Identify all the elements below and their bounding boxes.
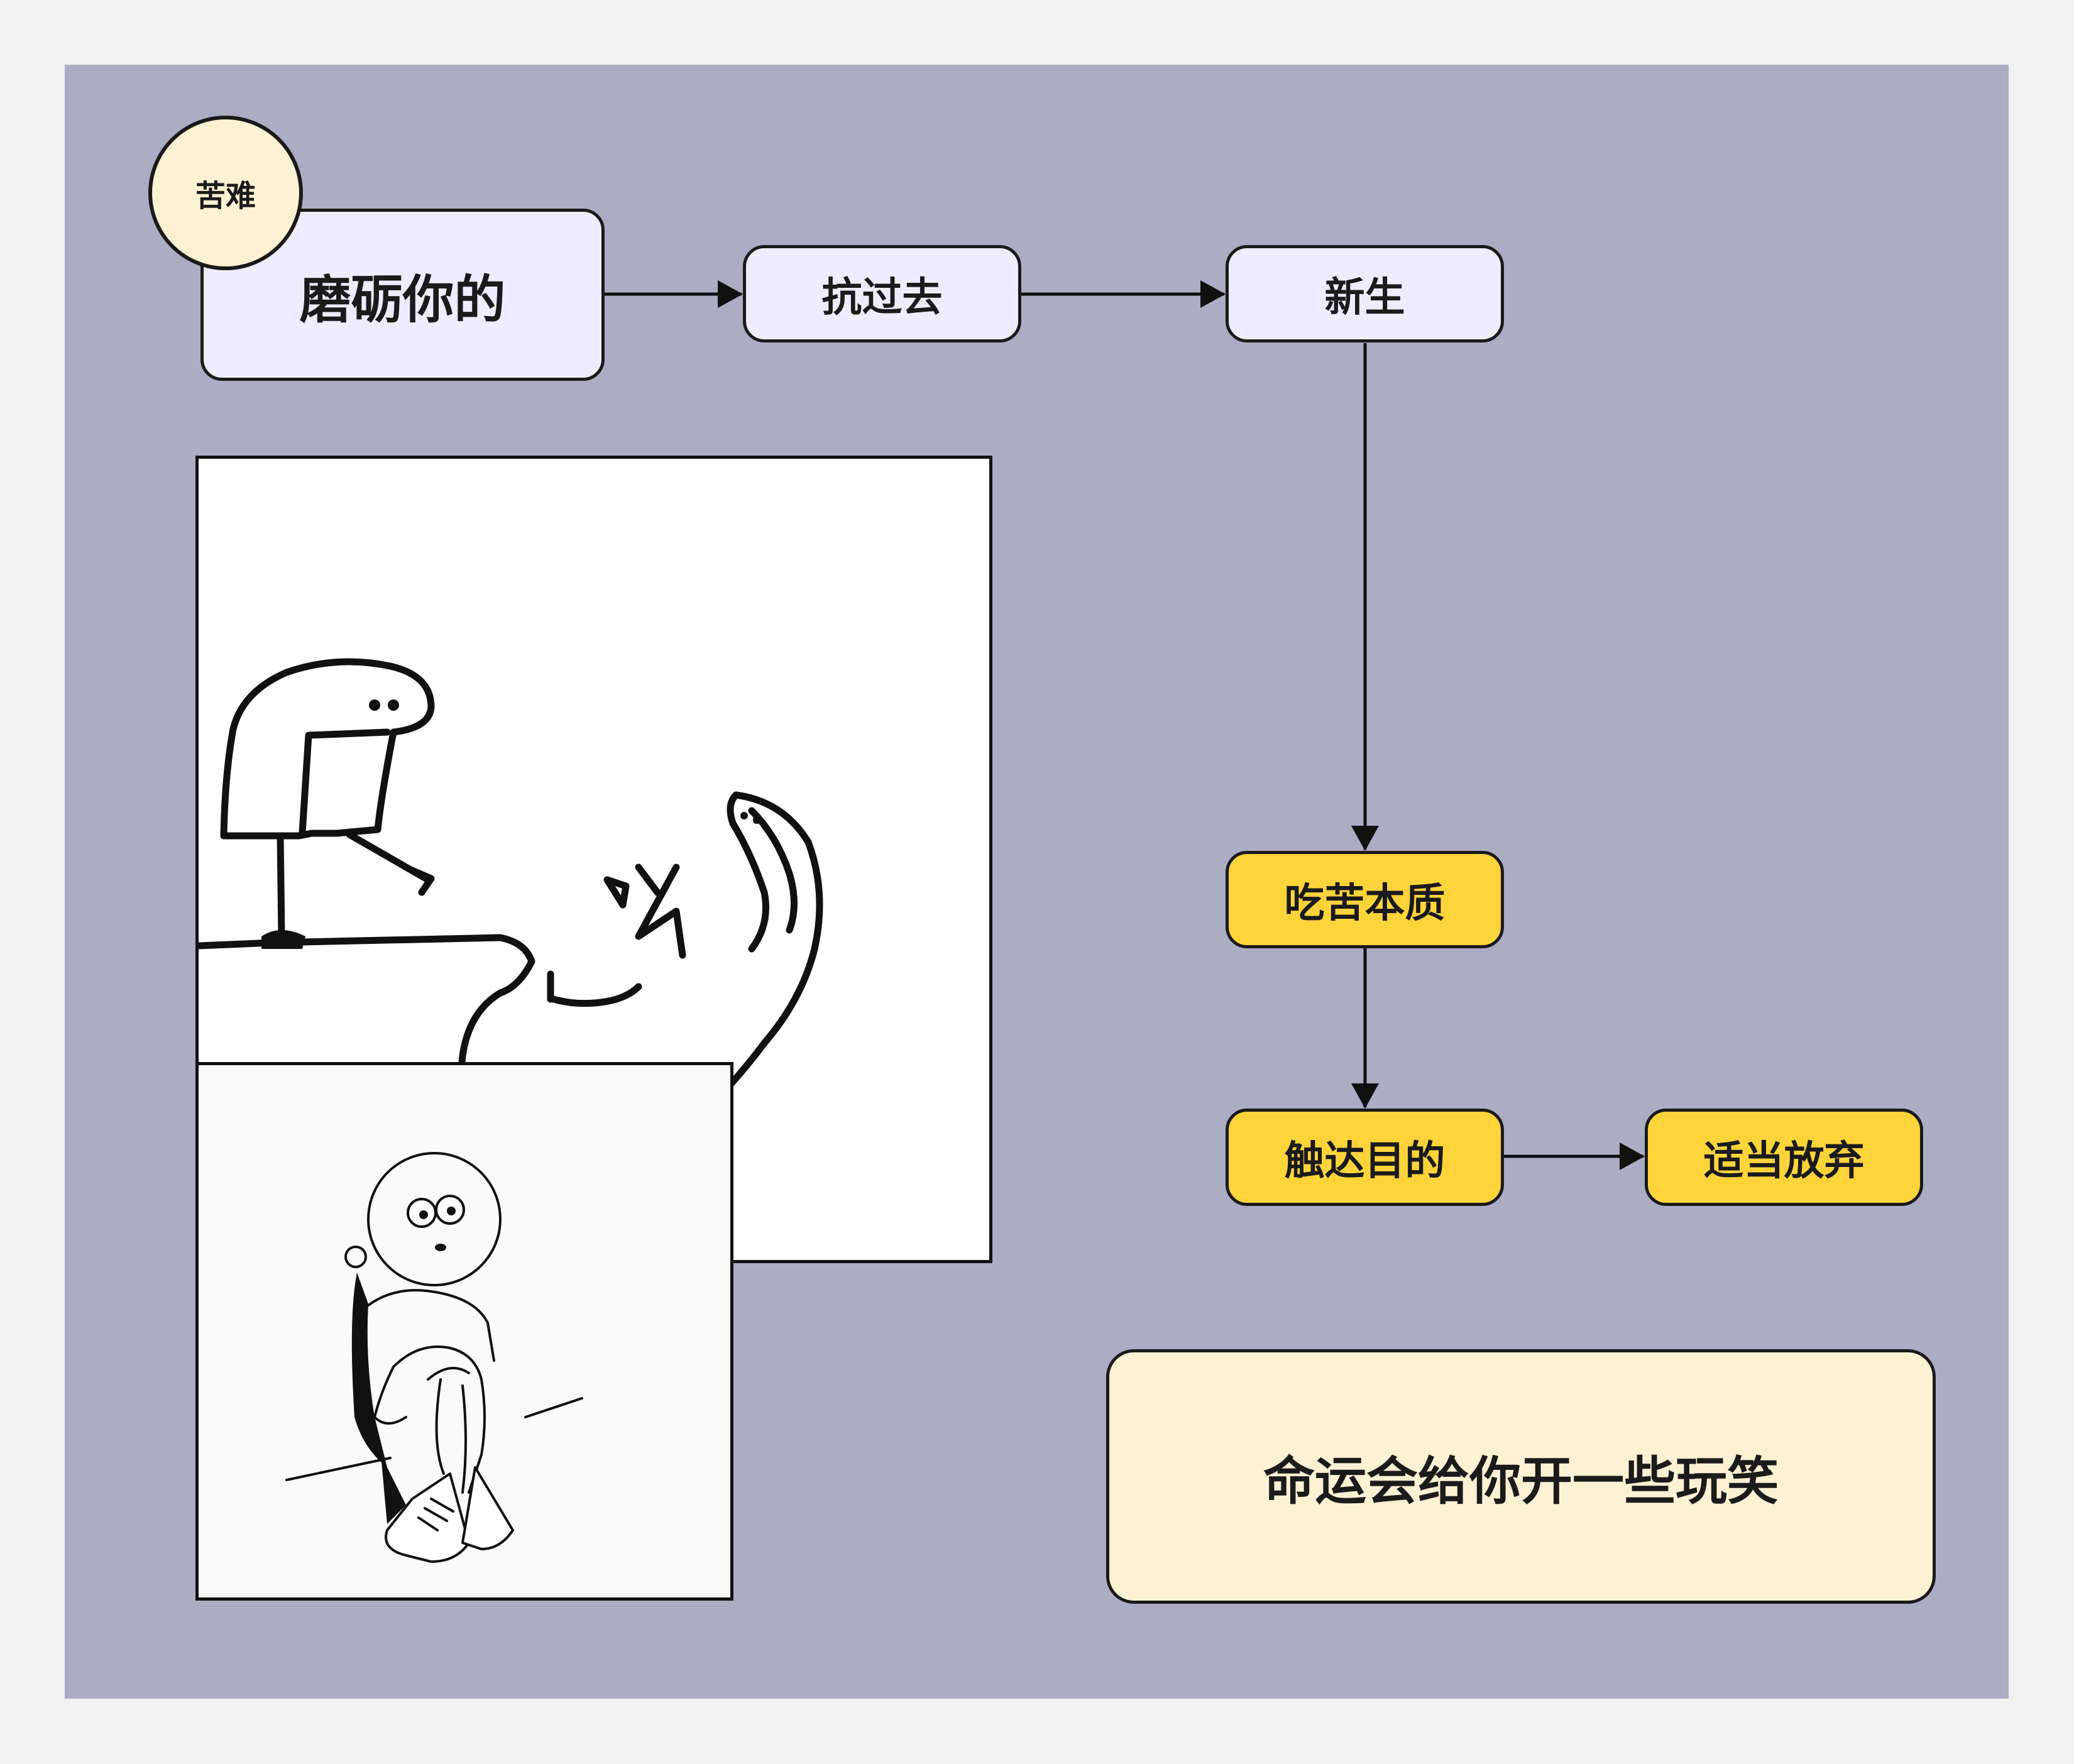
node-xinsheng[interactable]: 新生 bbox=[1226, 245, 1504, 342]
node-fangqi[interactable]: 适当放弃 bbox=[1645, 1109, 1923, 1206]
pupil-left bbox=[419, 1210, 428, 1219]
arrowhead-2 bbox=[1200, 280, 1226, 308]
doodle-sitting-illustration bbox=[285, 1152, 583, 1563]
badge-label: 苦难 bbox=[195, 178, 256, 214]
node-chiku-label: 吃苦本质 bbox=[1284, 880, 1446, 927]
node-mingyun[interactable]: 命运会给你开一些玩笑 bbox=[1106, 1349, 1936, 1604]
snake-eye-left bbox=[740, 812, 748, 819]
node-kangguoqu-label: 抗过去 bbox=[821, 274, 943, 321]
doodle-image-sitting[interactable] bbox=[195, 1062, 733, 1601]
shadow-floor bbox=[381, 1455, 406, 1524]
arrowhead-1 bbox=[718, 280, 743, 308]
node-moli-label: 磨砺你的 bbox=[299, 270, 506, 330]
mouth bbox=[435, 1244, 446, 1251]
shadow-back bbox=[351, 1273, 387, 1467]
node-kangguoqu[interactable]: 抗过去 bbox=[743, 245, 1021, 342]
node-mingyun-label: 命运会给你开一些玩笑 bbox=[1263, 1452, 1779, 1511]
snake-eye-right bbox=[753, 816, 760, 824]
eye-right bbox=[388, 699, 399, 711]
arrowhead-3 bbox=[1351, 826, 1379, 851]
arrowhead-4 bbox=[1351, 1083, 1379, 1109]
node-chiku[interactable]: 吃苦本质 bbox=[1226, 851, 1504, 948]
ledge-blob bbox=[261, 930, 305, 949]
arrowhead-5 bbox=[1620, 1142, 1645, 1170]
eye-left bbox=[369, 699, 380, 711]
node-chuda-label: 触达目的 bbox=[1284, 1137, 1446, 1185]
pupil-right bbox=[447, 1207, 456, 1215]
node-fangqi-label: 适当放弃 bbox=[1703, 1137, 1865, 1185]
badge-kunan[interactable]: 苦难 bbox=[148, 116, 303, 270]
node-chuda[interactable]: 触达目的 bbox=[1226, 1109, 1504, 1206]
node-xinsheng-label: 新生 bbox=[1324, 274, 1405, 321]
doodle-kicking-illustration bbox=[199, 658, 823, 1129]
